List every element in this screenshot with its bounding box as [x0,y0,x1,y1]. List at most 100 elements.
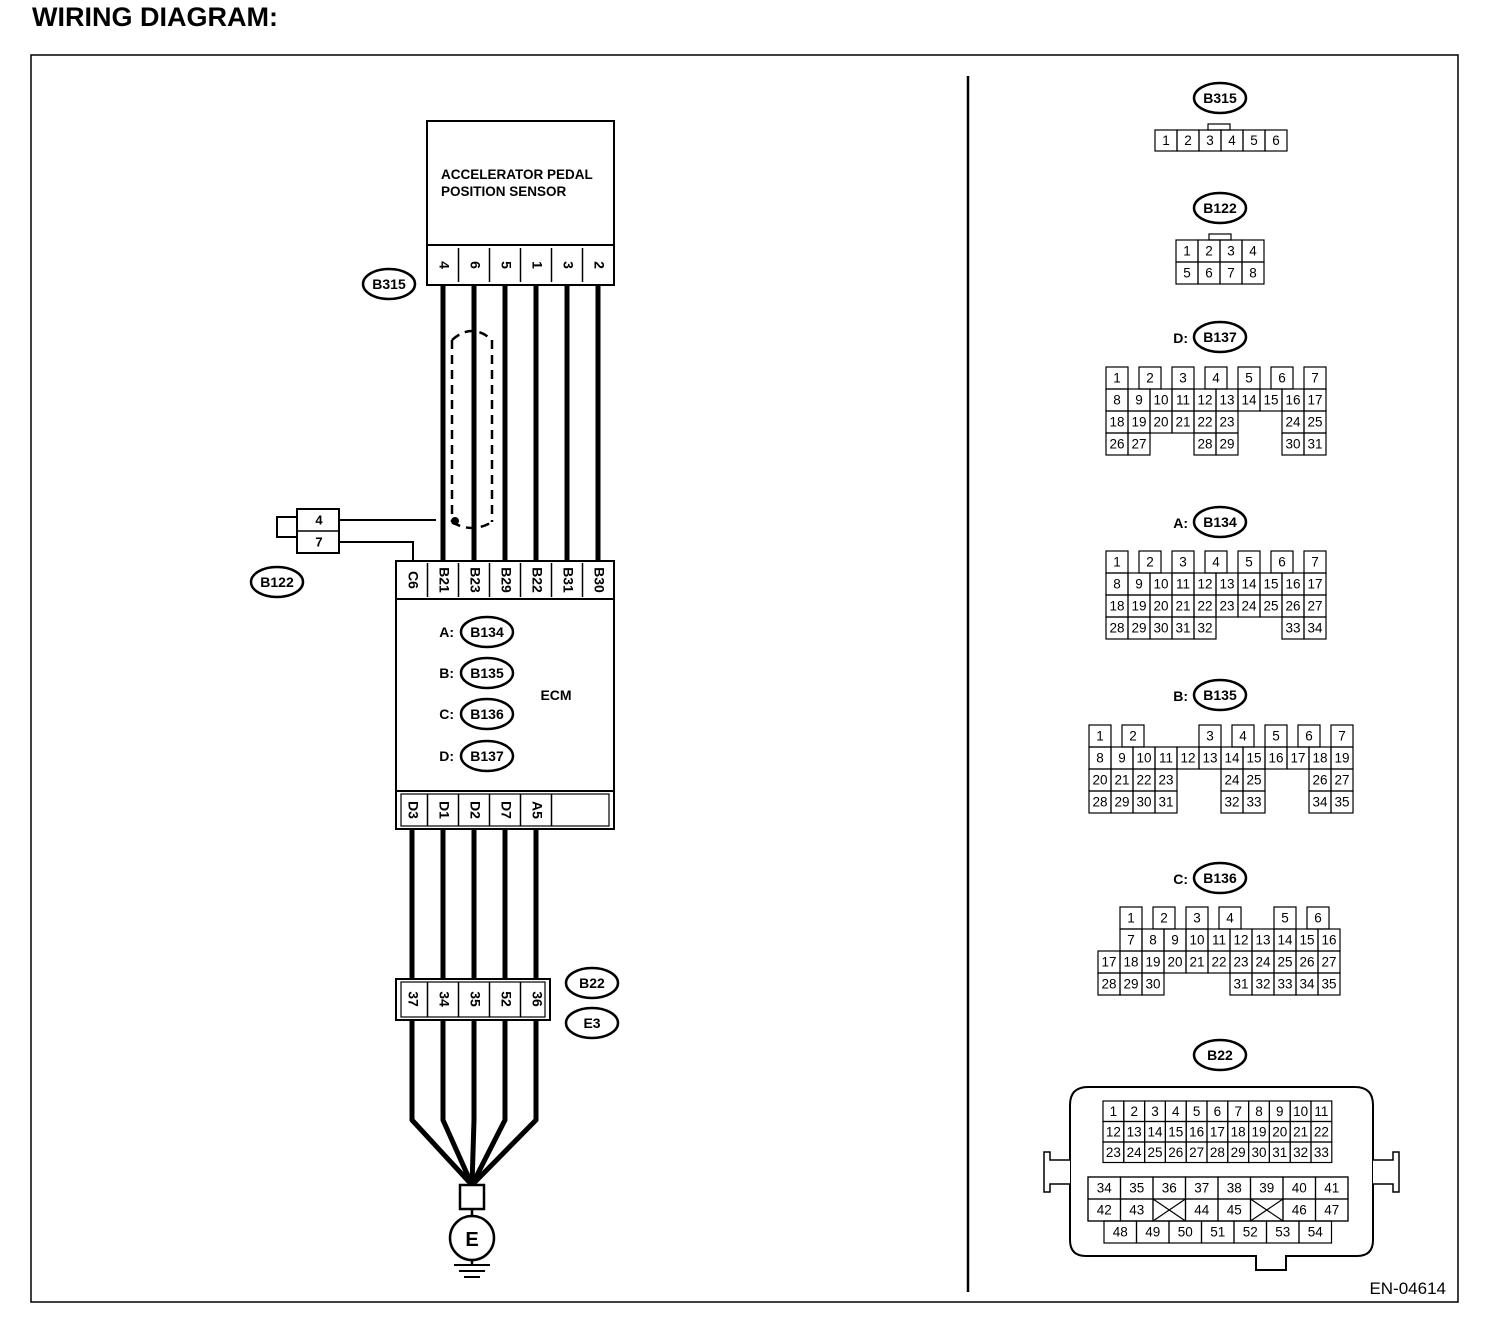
joint-connector-label-oval [564,1006,620,1040]
b134-pin-label: 34 [1307,621,1323,636]
b22-pin-label: 42 [1097,1203,1112,1218]
b135-pin-label: 1 [1096,729,1104,744]
b135-pin-label: 23 [1158,773,1173,788]
b22-pin-label: 48 [1113,1225,1128,1240]
ecm-connector-label-oval [459,739,515,773]
b136-pin-label: 4 [1226,911,1234,926]
b134-pin-label: 22 [1197,599,1212,614]
joint-pin: 34 [436,991,452,1007]
diagram-frame: EN-04614 [30,54,1459,1303]
b136-pin-label: 26 [1299,955,1314,970]
b122-pin-label: 4 [1249,244,1257,259]
b22-pin-label: 31 [1272,1145,1287,1160]
b135-prefix: B: [1173,688,1188,704]
b22-pin-label: 35 [1129,1181,1144,1196]
b22-pin-label: 51 [1210,1225,1225,1240]
b137-pin-label: 29 [1219,437,1234,452]
sensor-pin: 3 [560,261,576,269]
b122-pin-cell [1241,261,1265,285]
sensor-connector-label: B315 [372,276,406,292]
b135-pin-label: 8 [1096,751,1104,766]
ecm-connector-label-oval [459,697,515,731]
ecm-connector-prefix: B: [439,665,454,681]
b137-pin-label: 7 [1311,371,1319,386]
b315-pin-cell [1264,129,1288,152]
b135-pin-label: 29 [1114,795,1129,810]
b136-pin-label: 16 [1321,933,1336,948]
b134-label-oval [1192,505,1248,539]
ecm-name: ECM [540,687,571,703]
b135-label: B135 [1203,687,1237,703]
b22-pin-label: 33 [1314,1145,1329,1160]
b22-pin-label: 34 [1097,1181,1113,1196]
b134-pin-label: 30 [1153,621,1168,636]
b22-pin-label: 39 [1259,1181,1274,1196]
ground-label: E [465,1229,478,1251]
b22-pin-label: 9 [1276,1104,1284,1119]
b134-pin-label: 9 [1135,577,1143,592]
b315-label-oval [1192,81,1248,115]
b135-pin-label: 16 [1268,751,1283,766]
b137-pin-cell [1215,432,1239,456]
b22-pin-label: 8 [1255,1104,1263,1119]
shield-connector-pin: 4 [315,512,323,527]
shield-junction [451,517,459,525]
joint-pin: 36 [529,991,545,1007]
b136-pin-cell [1317,972,1341,996]
b22-pin-label: 54 [1308,1225,1324,1240]
b136-pin-label: 31 [1233,977,1248,992]
drawing-code: EN-04614 [1369,1279,1446,1298]
sensor-connector-label-oval [361,267,417,301]
b22-label-oval [1192,1038,1248,1072]
b136-pin-label: 20 [1167,955,1182,970]
b137-pin-label: 9 [1135,393,1143,408]
b136-pin-cell [1141,972,1165,996]
b137-pin-label: 20 [1153,415,1168,430]
b135-pin-cell [1242,790,1266,814]
wire-to-ground [469,1020,508,1187]
sensor-pin: 5 [498,261,514,269]
b137-pin-label: 10 [1153,393,1168,408]
b136-pin-label: 29 [1123,977,1138,992]
b137-pin-label: 24 [1285,415,1301,430]
ecm-connector-prefix: C: [439,706,454,722]
b22-pin-label: 47 [1324,1203,1339,1218]
b134-pin-label: 12 [1197,577,1212,592]
b22-pin-label: 11 [1314,1104,1328,1119]
wire-to-ground [469,1020,477,1186]
b22-pin-label: 7 [1234,1104,1242,1119]
b134-pin-label: 27 [1307,599,1322,614]
b137-pin-label: 8 [1113,393,1121,408]
b22-pin-label: 38 [1227,1181,1242,1196]
b22-pin-cell [1298,1220,1333,1244]
sensor-pin: 6 [467,261,483,269]
b134-pin-label: 28 [1109,621,1124,636]
b135-pin-label: 32 [1224,795,1239,810]
b135-pin-label: 33 [1246,795,1261,810]
b22-pin-label: 28 [1210,1145,1225,1160]
b315-lock [1207,123,1231,131]
b22-right-clip [1373,1151,1400,1193]
b22-pin-label: 3 [1151,1104,1159,1119]
b137-pin-label: 27 [1131,437,1146,452]
b135-pin-label: 4 [1239,729,1247,744]
b137-pin-label: 26 [1109,437,1124,452]
b137-pin-label: 28 [1197,437,1212,452]
b134-pin-label: 20 [1153,599,1168,614]
b22-pin-label: 23 [1106,1145,1121,1160]
b22-pin-label: 46 [1292,1203,1307,1218]
b134-pin-label: 16 [1285,577,1300,592]
b22-pin-label: 44 [1194,1203,1210,1218]
b135-pin-label: 21 [1114,773,1129,788]
b135-pin-label: 25 [1246,773,1261,788]
b136-pin-label: 23 [1233,955,1248,970]
b136-pin-label: 9 [1171,933,1179,948]
b22-pin-label: 43 [1129,1203,1144,1218]
b134-pin-label: 5 [1245,555,1253,570]
b137-pin-label: 18 [1109,415,1124,430]
b134-pin-label: 13 [1219,577,1234,592]
b122-pin-label: 8 [1249,266,1257,281]
sensor-pin: 4 [436,261,452,269]
b135-pin-label: 31 [1158,795,1173,810]
